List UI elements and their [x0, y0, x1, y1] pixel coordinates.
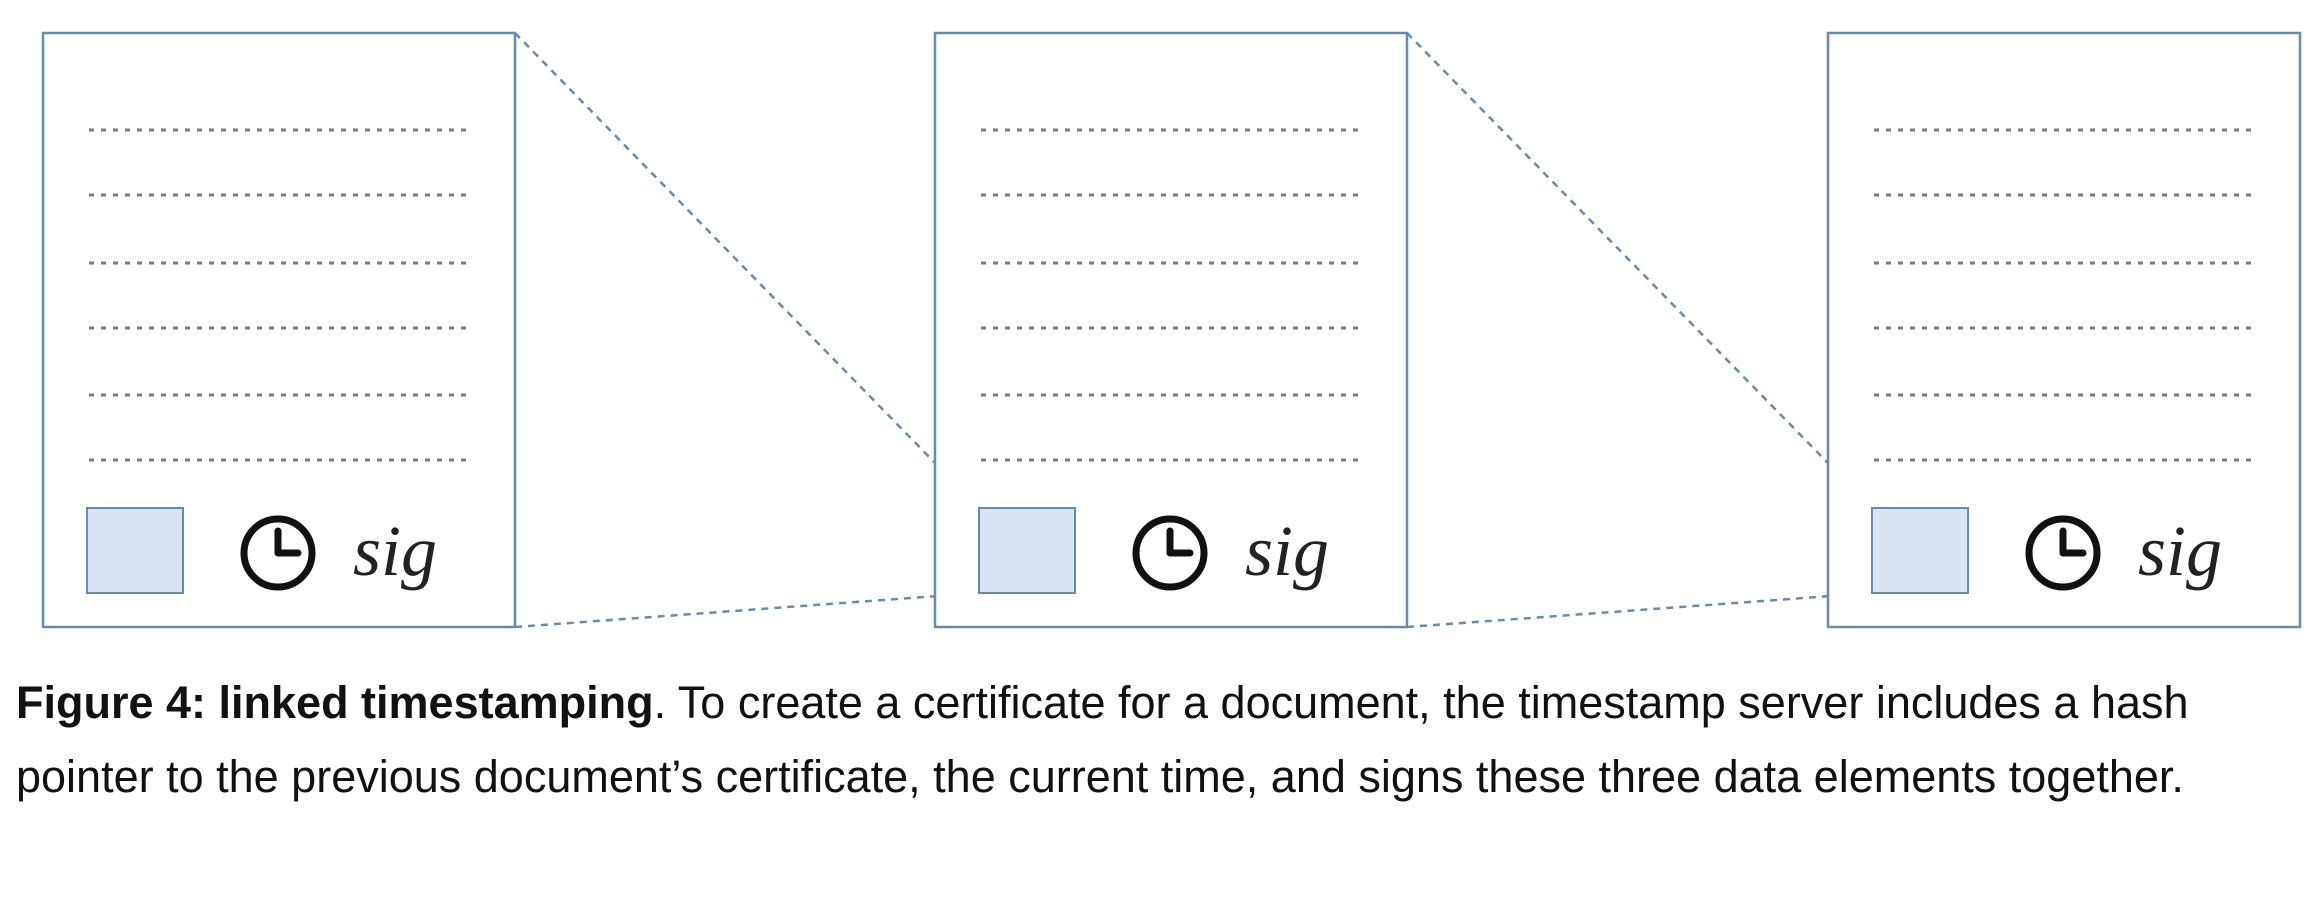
clock-icon: [240, 515, 316, 591]
signature-label: sig: [353, 511, 437, 591]
hash-pointer-box: [1871, 507, 1969, 594]
hash-pointer-connectors: [514, 32, 1873, 629]
document-1: sig: [41, 31, 517, 629]
figure-label: Figure 4: linked timestamping: [16, 677, 654, 728]
caption-text: . To create a certificate for a document…: [16, 677, 2189, 802]
hash-pointer-box: [86, 507, 184, 594]
hash-pointer-connector-bottom: [1406, 591, 1873, 629]
clock-icon: [1132, 515, 1208, 591]
figure-caption: Figure 4: linked timestamping. To create…: [16, 666, 2306, 814]
document-2: sig: [933, 31, 1409, 629]
hash-pointer-connector-top: [1406, 32, 1873, 509]
signature-label: sig: [2138, 511, 2222, 591]
document-certificates: sig sig sig: [41, 31, 2302, 629]
signature-label: sig: [1245, 511, 1329, 591]
linked-timestamping-diagram: sig sig sig: [41, 31, 2302, 629]
hash-pointer-connector-top: [514, 32, 980, 509]
clock-icon: [2025, 515, 2101, 591]
hash-pointer-box: [978, 507, 1076, 594]
hash-pointer-connector-bottom: [514, 591, 980, 629]
document-3: sig: [1826, 31, 2302, 629]
